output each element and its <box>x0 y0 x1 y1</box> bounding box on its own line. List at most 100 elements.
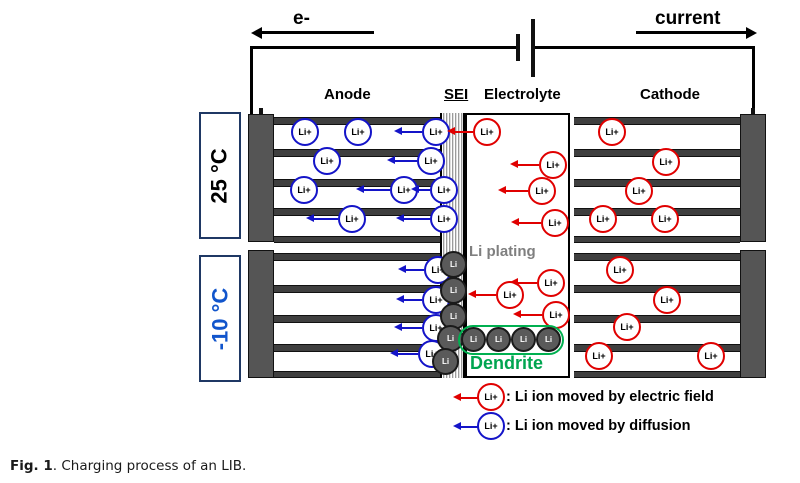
diffusion-arrow-line <box>418 188 430 191</box>
li-metal-plated: Li <box>440 277 467 304</box>
anode-current-collector-top <box>248 114 274 242</box>
temperature-box-minus10c: -10 °C <box>199 255 241 382</box>
circuit-wire-right-vertical <box>752 46 755 116</box>
li-metal-dendrite: Li <box>486 327 511 352</box>
temperature-label-25c: 25 °C <box>207 147 232 204</box>
ion-label: Li+ <box>704 350 718 361</box>
legend-field-arrow-head <box>453 393 461 402</box>
ion-label: Li+ <box>429 322 443 333</box>
diffusion-arrow-head <box>356 185 364 194</box>
circuit-wire-left-vertical <box>250 46 253 116</box>
figure-caption-number: Fig. 1 <box>10 458 53 474</box>
li-ion-red: Li+ <box>537 269 565 297</box>
field-arrow-line <box>521 313 542 316</box>
diffusion-arrow-line <box>406 268 424 271</box>
ion-label: Li+ <box>592 350 606 361</box>
li-ion-blue: Li+ <box>417 147 445 175</box>
li-ion-red: Li+ <box>651 205 679 233</box>
ion-label: Li+ <box>320 155 334 166</box>
ion-label: Li <box>446 333 455 343</box>
li-metal-dendrite: Li <box>461 327 486 352</box>
cathode-layer <box>574 236 740 243</box>
diffusion-arrow-head <box>306 214 314 223</box>
circuit-wire-top-right <box>533 46 755 49</box>
li-metal-dendrite: Li <box>511 327 536 352</box>
ion-label: Li+ <box>297 184 311 195</box>
anode-layer <box>274 344 440 352</box>
li-ion-red: Li+ <box>625 177 653 205</box>
legend-diffusion-arrow-line <box>461 425 481 428</box>
section-label-cathode: Cathode <box>640 86 700 103</box>
cathode-current-collector-bottom <box>740 250 766 378</box>
ion-label: Li <box>544 334 553 344</box>
diffusion-arrow-line <box>395 159 417 162</box>
field-arrow-head <box>468 290 476 299</box>
ion-label: Li+ <box>429 294 443 305</box>
anode-current-collector-bottom <box>248 250 274 378</box>
li-ion-red: Li+ <box>541 209 569 237</box>
legend-diffusion-arrow-head <box>453 422 461 431</box>
ion-label: Li <box>519 334 528 344</box>
diffusion-arrow-head <box>390 349 398 358</box>
ion-label: Li <box>449 259 458 269</box>
li-ion-red: Li+ <box>589 205 617 233</box>
section-label-electrolyte: Electrolyte <box>484 86 561 103</box>
circuit-wire-top-left <box>250 46 517 49</box>
ion-label: Li+ <box>544 277 558 288</box>
current-flow-arrow-head <box>746 26 757 39</box>
ion-label: Li <box>449 285 458 295</box>
diffusion-arrow-line <box>364 188 390 191</box>
ion-label: Li+ <box>351 126 365 137</box>
li-ion-red: Li+ <box>528 177 556 205</box>
ion-label: Li+ <box>484 391 498 402</box>
dendrite-label: Dendrite <box>470 353 544 373</box>
cathode-layer <box>574 344 740 352</box>
legend-text-electric-field: : Li ion moved by electric field <box>506 389 714 405</box>
ion-label: Li+ <box>503 289 517 300</box>
legend-text-diffusion: : Li ion moved by diffusion <box>506 418 691 434</box>
anode-tab <box>259 108 263 118</box>
ion-label: Li+ <box>549 309 563 320</box>
li-ion-blue: Li+ <box>338 205 366 233</box>
cathode-layer <box>574 253 740 261</box>
li-metal-plated: Li <box>432 348 459 375</box>
field-arrow-head <box>510 278 518 287</box>
electron-flow-label: e- <box>293 8 310 29</box>
section-label-sei: SEI <box>444 86 469 103</box>
diffusion-arrow-head <box>394 323 402 332</box>
diffusion-arrow-line <box>402 130 422 133</box>
diffusion-arrow-head <box>396 214 404 223</box>
ion-label: Li <box>441 356 450 366</box>
ion-label: Li+ <box>658 213 672 224</box>
electron-flow-arrow-line <box>262 31 374 34</box>
current-flow-arrow-line <box>636 31 746 34</box>
legend-ion-blue: Li+ <box>477 412 505 440</box>
cell-plate-short <box>516 34 520 61</box>
ion-label: Li <box>449 311 458 321</box>
cathode-layer <box>574 371 740 378</box>
field-arrow-line <box>455 130 473 133</box>
field-arrow-line <box>476 293 496 296</box>
li-metal-dendrite: Li <box>536 327 561 352</box>
ion-label: Li+ <box>437 213 451 224</box>
legend-field-arrow-line <box>461 396 481 399</box>
ion-label: Li+ <box>620 321 634 332</box>
ion-label: Li <box>494 334 503 344</box>
cathode-layer <box>574 117 740 125</box>
cell-plate-long <box>531 19 535 77</box>
ion-label: Li+ <box>345 213 359 224</box>
figure-caption: Fig. 1. Charging process of an LIB. <box>10 458 246 474</box>
field-arrow-line <box>518 163 539 166</box>
li-ion-blue: Li+ <box>430 205 458 233</box>
ion-label: Li+ <box>613 264 627 275</box>
ion-label: Li+ <box>535 185 549 196</box>
temperature-box-25c: 25 °C <box>199 112 241 239</box>
anode-layer <box>274 236 440 243</box>
ion-label: Li+ <box>546 159 560 170</box>
diffusion-arrow-line <box>402 326 422 329</box>
anode-layer <box>274 315 440 323</box>
anode-layer <box>274 285 440 293</box>
ion-label: Li+ <box>298 126 312 137</box>
cathode-layer <box>574 315 740 323</box>
li-ion-red: Li+ <box>598 118 626 146</box>
